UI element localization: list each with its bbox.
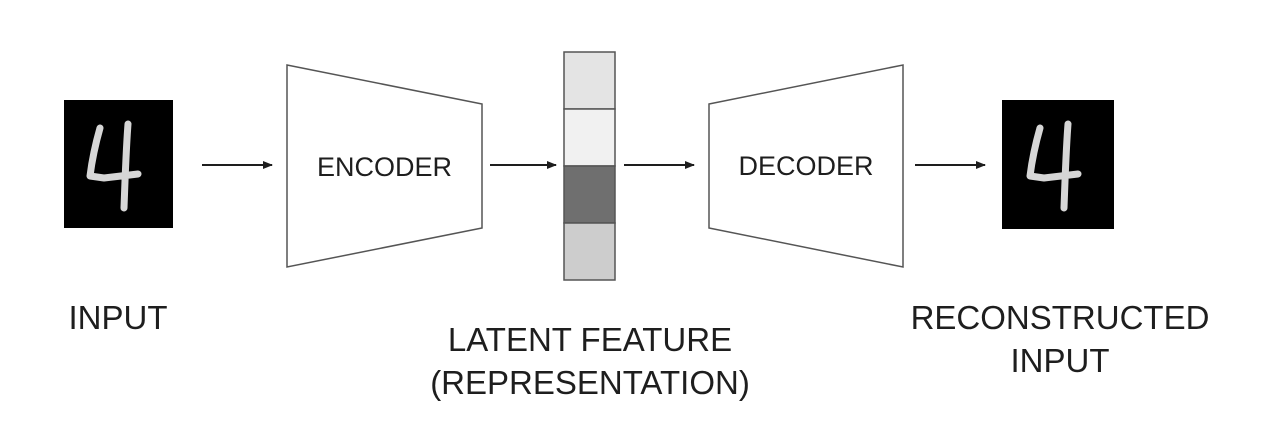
input-label: INPUT bbox=[68, 299, 168, 336]
latent-vector bbox=[563, 51, 616, 281]
output-digit-4 bbox=[1026, 120, 1082, 212]
latent-cell bbox=[563, 165, 616, 224]
decoder-block bbox=[708, 64, 904, 268]
latent-cell bbox=[563, 108, 616, 167]
encoder-block bbox=[286, 64, 483, 268]
reconstructed-label-line1: RECONSTRUCTED bbox=[910, 299, 1210, 336]
latent-label-line1: LATENT FEATURE bbox=[447, 321, 733, 358]
latent-cell bbox=[563, 51, 616, 110]
reconstructed-label-line2: INPUT bbox=[1010, 342, 1110, 379]
input-image bbox=[64, 100, 173, 228]
decoder-label: DECODER bbox=[738, 151, 874, 181]
latent-label-line2: (REPRESENTATION) bbox=[430, 364, 750, 401]
encoder-label: ENCODER bbox=[316, 152, 452, 182]
latent-cell bbox=[563, 222, 616, 281]
reconstructed-image bbox=[1002, 100, 1114, 229]
input-digit-4 bbox=[86, 120, 142, 212]
